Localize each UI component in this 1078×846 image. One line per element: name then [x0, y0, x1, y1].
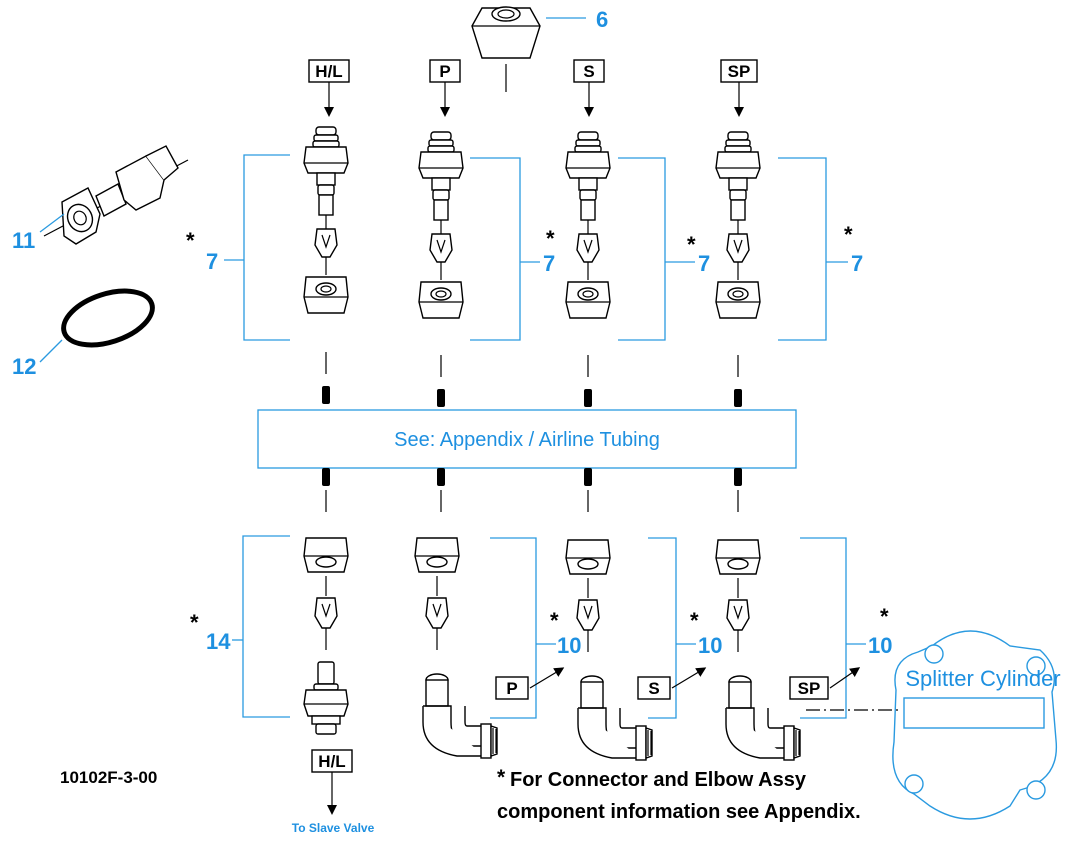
splitter-label: Splitter Cylinder — [905, 666, 1060, 691]
footnote: * For Connector and Elbow Assy component… — [497, 766, 861, 823]
svg-text:*: * — [844, 222, 853, 247]
output-port-p: P — [495, 667, 565, 700]
drawing-number: 10102F-3-00 — [60, 768, 157, 787]
callout-7-hl: 7 — [206, 249, 218, 274]
input-label-sp: SP — [728, 62, 751, 81]
flow-arrow-icon — [671, 667, 707, 689]
footnote-star: * — [497, 766, 506, 789]
footnote-line-1: For Connector and Elbow Assy — [510, 769, 807, 791]
connector-part-14 — [303, 661, 349, 735]
input-label-p: P — [439, 62, 450, 81]
nut-sleeve-lower-p — [414, 537, 460, 651]
callout-10-p: 10 — [557, 633, 581, 658]
oring-part-12 — [61, 288, 155, 348]
splitter-cylinder — [892, 630, 1058, 820]
callout-7-p: 7 — [543, 251, 555, 276]
svg-text:*: * — [186, 228, 195, 253]
callout-14: 14 — [206, 629, 231, 654]
svg-text:*: * — [546, 226, 555, 251]
destination-label: To Slave Valve — [292, 821, 375, 835]
elbow-sp — [725, 675, 801, 761]
elbow-p — [422, 673, 498, 759]
bracket-upper-hl — [243, 154, 290, 341]
footnote-line-2: component information see Appendix. — [497, 801, 861, 823]
nut-part-6 — [471, 6, 541, 92]
input-port-sp: SP — [720, 59, 758, 117]
input-port-s: S — [573, 59, 605, 117]
union-part-11 — [43, 145, 189, 245]
output-port-sp: SP — [789, 667, 861, 700]
bracket-upper-sp — [778, 157, 827, 341]
bracket-upper-p — [470, 157, 521, 341]
output-label-hl: H/L — [318, 752, 345, 771]
output-port-s: S — [637, 667, 707, 700]
svg-text:*: * — [550, 608, 559, 633]
callout-7-s: 7 — [698, 251, 710, 276]
connector-upper-hl — [303, 126, 349, 314]
callout-10-sp: 10 — [868, 633, 892, 658]
bracket-lower-s — [648, 537, 677, 719]
nut-sleeve-lower-sp — [715, 539, 761, 653]
svg-text:*: * — [690, 608, 699, 633]
input-port-p: P — [429, 59, 461, 117]
callout-12: 12 — [12, 354, 36, 379]
connector-upper-sp — [715, 131, 761, 319]
bracket-lower-sp — [800, 537, 847, 719]
output-label-s: S — [648, 679, 659, 698]
flow-arrow-icon — [529, 667, 565, 689]
input-label-s: S — [583, 62, 594, 81]
output-label-p: P — [506, 679, 517, 698]
output-port-hl: H/L — [311, 749, 353, 815]
output-label-sp: SP — [798, 679, 821, 698]
bracket-lower-hl — [242, 535, 290, 718]
svg-text:*: * — [190, 610, 199, 635]
svg-text:*: * — [880, 604, 889, 629]
leader-11 — [39, 213, 65, 233]
nut-sleeve-lower-hl — [303, 537, 349, 651]
callout-7-sp: 7 — [851, 251, 863, 276]
input-port-hl: H/L — [308, 59, 350, 117]
callout-6: 6 — [596, 7, 608, 32]
leader-12 — [39, 339, 63, 363]
appendix-banner — [257, 409, 797, 469]
connector-upper-s — [565, 131, 611, 319]
callout-11: 11 — [12, 228, 35, 253]
bracket-upper-s — [618, 157, 666, 341]
connector-upper-p — [418, 131, 464, 319]
appendix-banner-text: See: Appendix / Airline Tubing — [394, 429, 660, 451]
callout-10-s: 10 — [698, 633, 722, 658]
bracket-lower-p — [490, 537, 537, 719]
svg-text:*: * — [687, 232, 696, 257]
flow-arrow-icon — [829, 667, 861, 689]
input-label-hl: H/L — [315, 62, 342, 81]
